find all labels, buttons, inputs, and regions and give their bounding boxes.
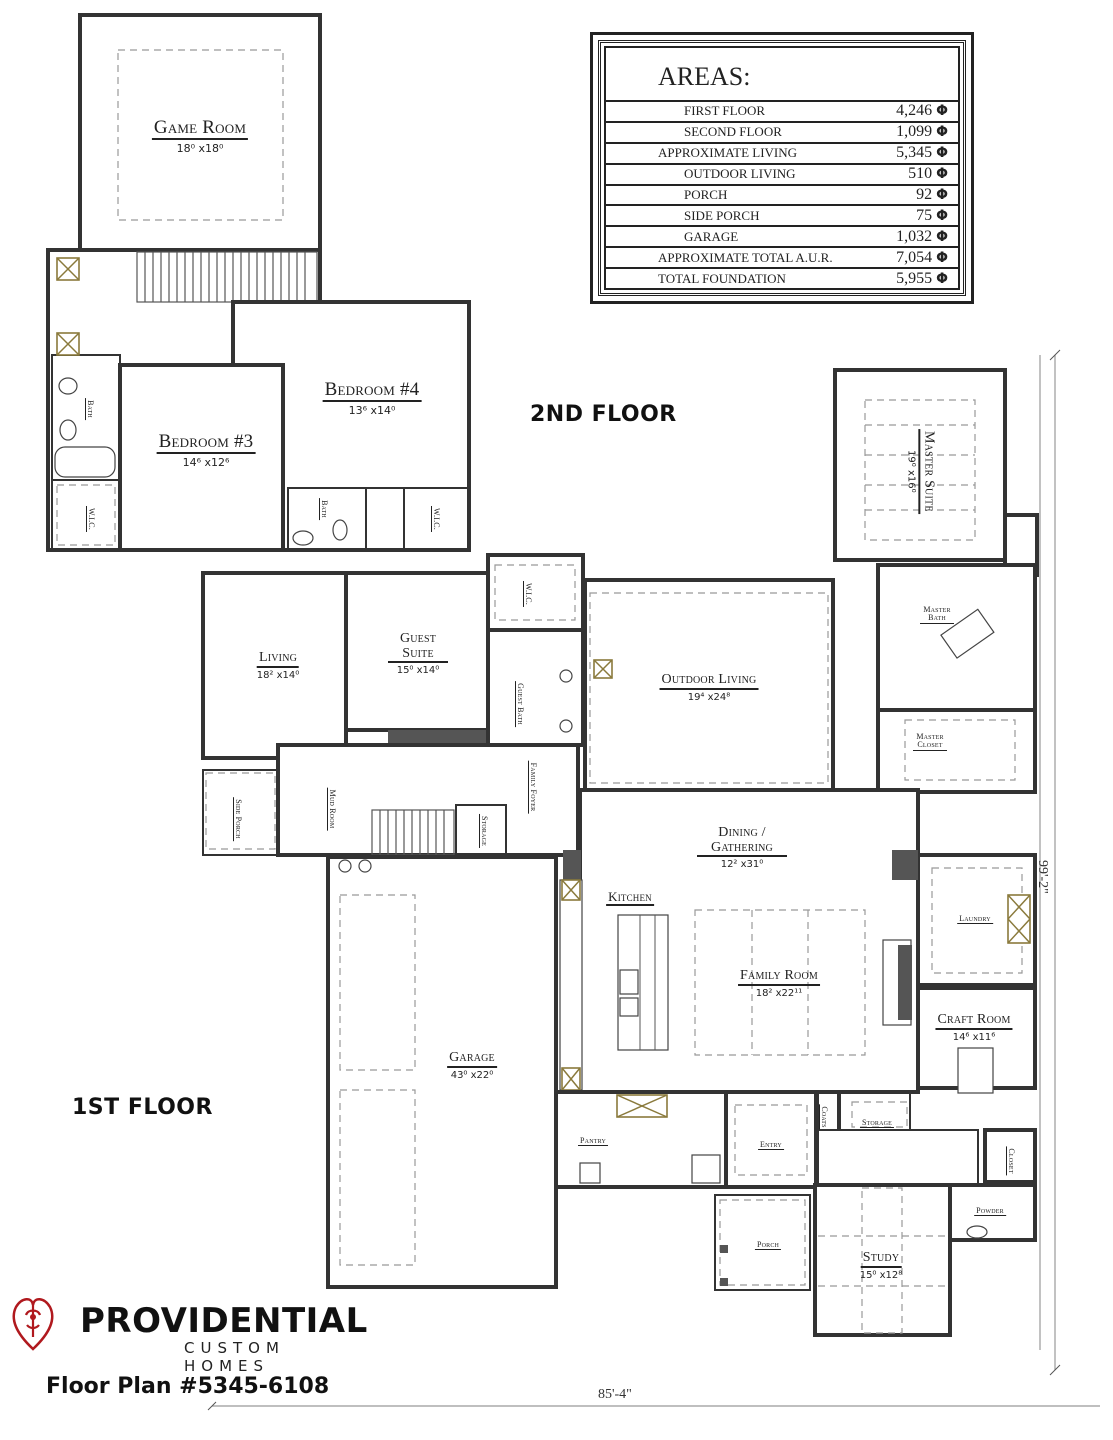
square-feet-icon: Φ	[936, 228, 948, 245]
room-laundry: Laundry	[957, 914, 993, 925]
square-feet-icon: Φ	[936, 249, 948, 266]
second-floor-walls	[46, 13, 471, 552]
square-feet-icon: Φ	[936, 103, 948, 120]
room-mud-room: Mud Room	[326, 787, 337, 831]
room-closet: Closet	[1005, 1146, 1016, 1176]
room-coats: Coats	[818, 1104, 829, 1130]
first-floor-label: 1ST FLOOR	[72, 1095, 213, 1120]
room-pantry: Pantry	[578, 1136, 608, 1147]
first-floor-walls	[201, 368, 1039, 1337]
room-side-porch: Side Porch	[232, 797, 243, 841]
overall-depth-dimension: 99'-2"	[1035, 860, 1050, 894]
room-family-foyer: Family Foyer	[527, 760, 538, 814]
plan-number: Floor Plan #5345-6108	[46, 1374, 330, 1399]
square-feet-icon: Φ	[936, 124, 948, 141]
room-upper-wic-2: W.I.C.	[430, 505, 441, 533]
room-kitchen: Kitchen	[606, 889, 654, 906]
square-feet-icon: Φ	[936, 187, 948, 203]
room-upper-bath-1: Bath	[84, 398, 95, 420]
room-guest-wic: W.I.C.	[522, 580, 533, 608]
room-storage: Storage	[859, 1118, 895, 1129]
square-feet-icon: Φ	[936, 207, 948, 224]
square-feet-icon: Φ	[936, 145, 948, 162]
room-upper-wic-1: W.I.C.	[85, 505, 96, 533]
brand-subtitle: CUSTOM HOMES	[184, 1339, 285, 1375]
room-master-bath: Master Bath	[920, 605, 954, 625]
square-feet-icon: Φ	[936, 166, 948, 183]
room-master-closet: Master Closet	[913, 732, 947, 752]
second-floor-label: 2ND FLOOR	[530, 402, 677, 427]
overall-width-dimension: 85'-4"	[598, 1387, 632, 1402]
dimension-lines	[207, 349, 1100, 1411]
room-entry: Entry	[758, 1140, 784, 1151]
brand-logo-icon	[12, 1298, 54, 1351]
areas-title: AREAS:	[606, 48, 958, 102]
square-feet-icon: Φ	[936, 270, 948, 287]
room-porch: Porch	[754, 1240, 782, 1251]
room-guest-bath: Guest Bath	[514, 681, 525, 727]
room-storage-stair: Storage	[478, 813, 489, 849]
brand-name: PROVIDENTIAL	[80, 1301, 368, 1341]
room-upper-bath-2: Bath	[318, 498, 329, 520]
room-powder: Powder	[974, 1206, 1006, 1217]
